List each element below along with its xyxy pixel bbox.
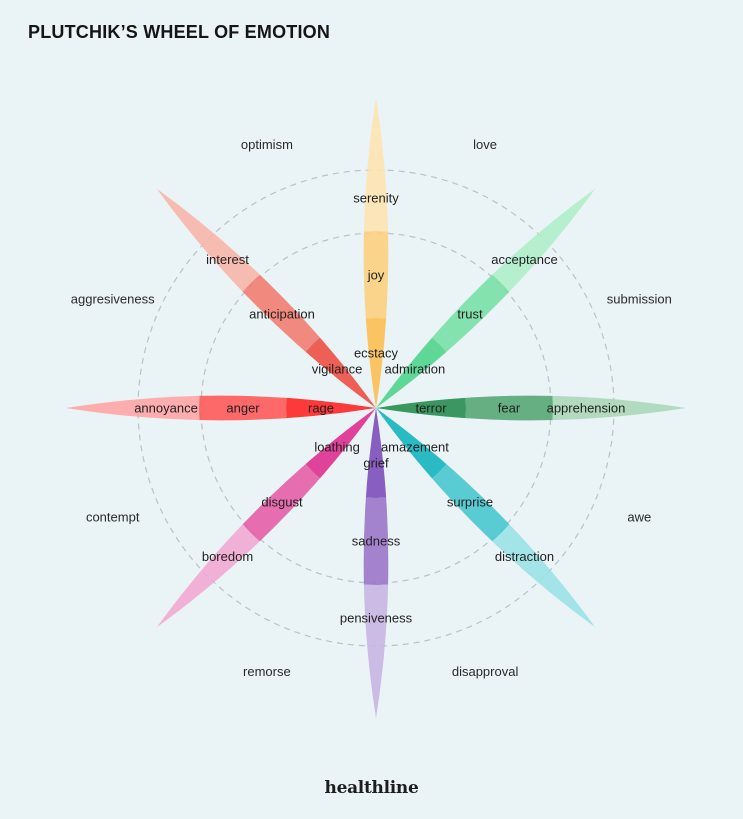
petal-anger-ring-1 — [286, 395, 376, 421]
emotion-label-rage: rage — [308, 401, 334, 416]
emotion-label-annoyance: annoyance — [134, 401, 198, 416]
petal-sadness-ring-1 — [363, 408, 389, 498]
petal-sadness-ring-2 — [363, 482, 389, 585]
petal-fear-ring-1 — [376, 395, 466, 421]
dyad-label-love: love — [473, 137, 497, 152]
emotion-label-boredom: boredom — [202, 549, 253, 564]
emotion-label-apprehension: apprehension — [547, 401, 626, 416]
petal-trust-ring-3 — [408, 180, 604, 376]
emotion-label-anger: anger — [226, 401, 260, 416]
dyad-label-aggresiveness: aggresiveness — [71, 291, 155, 306]
petal-joy-ring-1 — [363, 318, 389, 408]
emotion-label-trust: trust — [457, 307, 483, 322]
emotion-label-interest: interest — [206, 252, 249, 267]
emotion-label-amazement: amazement — [381, 439, 449, 454]
emotion-label-fear: fear — [498, 401, 521, 416]
petal-anger-ring-2 — [199, 395, 302, 421]
petal-joy-ring-3 — [363, 98, 389, 262]
dyad-label-contempt: contempt — [86, 510, 140, 525]
emotion-label-joy: joy — [367, 268, 385, 283]
emotion-label-grief: grief — [363, 456, 389, 471]
emotion-label-anticipation: anticipation — [249, 307, 315, 322]
petal-surprise-ring-3 — [408, 440, 604, 636]
petal-fear-ring-3 — [522, 395, 686, 421]
emotion-label-loathing: loathing — [314, 439, 360, 454]
petal-fear-ring-2 — [450, 395, 553, 421]
dyad-label-optimism: optimism — [241, 137, 293, 152]
petal-joy — [363, 98, 389, 408]
petal-anger-ring-3 — [66, 395, 230, 421]
dyad-labels-group: love submission awe disapproval remorse conte… — [71, 137, 672, 679]
petal-anticipation-ring-3 — [148, 180, 344, 376]
emotion-label-ecstacy: ecstacy — [354, 346, 399, 361]
petal-sadness — [363, 408, 389, 718]
dyad-label-disapproval: disapproval — [452, 664, 519, 679]
emotion-label-vigilance: vigilance — [312, 362, 363, 377]
petal-fear — [376, 395, 686, 421]
petal-disgust-ring-3 — [148, 440, 344, 636]
page-title: PLUTCHIK’S WHEEL OF EMOTION — [28, 22, 331, 42]
emotion-label-disgust: disgust — [261, 495, 303, 510]
dyad-label-submission: submission — [607, 291, 672, 306]
emotion-label-admiration: admiration — [385, 362, 446, 377]
emotion-label-surprise: surprise — [447, 495, 493, 510]
petal-anger — [66, 395, 376, 421]
petal-labels-group: ecstacy joy serenity admiration trust accepta… — [134, 191, 625, 626]
emotion-label-acceptance: acceptance — [491, 252, 558, 267]
emotion-label-distraction: distraction — [495, 549, 554, 564]
emotion-label-terror: terror — [415, 401, 447, 416]
petal-joy-ring-2 — [363, 231, 389, 334]
dyad-label-awe: awe — [627, 510, 651, 525]
emotion-label-sadness: sadness — [352, 534, 401, 549]
petal-sadness-ring-3 — [363, 554, 389, 718]
emotion-label-pensiveness: pensiveness — [340, 611, 413, 626]
emotion-label-serenity: serenity — [353, 191, 399, 206]
healthline-logo: healthline — [324, 778, 419, 798]
dyad-label-remorse: remorse — [243, 664, 291, 679]
